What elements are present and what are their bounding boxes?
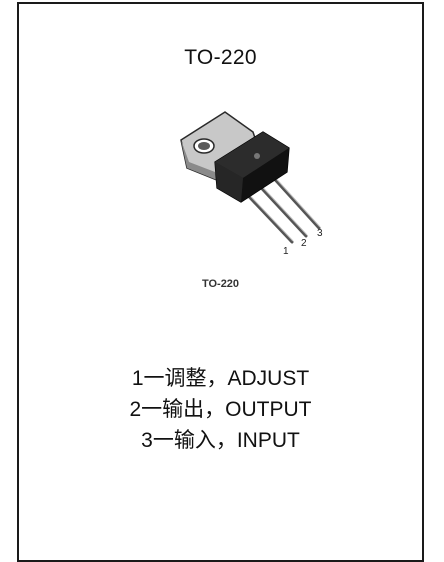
pin-number-2: 2 [301,238,307,249]
pin-number-3: 3 [317,228,323,239]
pin-1-description: 1一调整，ADJUST [131,367,310,390]
pin-number-1: 1 [283,246,289,257]
package-label: TO-220 [201,278,240,290]
pin-2-description: 2一输出，OUTPUT [129,398,312,421]
pin-3-description: 3一输入，INPUT [141,429,300,452]
diagram-frame: TO-220 1 2 3 TO-220 1一调整，ADJUST 2一输出，OU [17,2,424,562]
to220-package-illustration: 1 2 3 [180,111,323,257]
pin-descriptions: 1一调整，ADJUST 2一输出，OUTPUT 3一输入，INPUT [19,363,422,456]
package-title: TO-220 [184,46,257,69]
